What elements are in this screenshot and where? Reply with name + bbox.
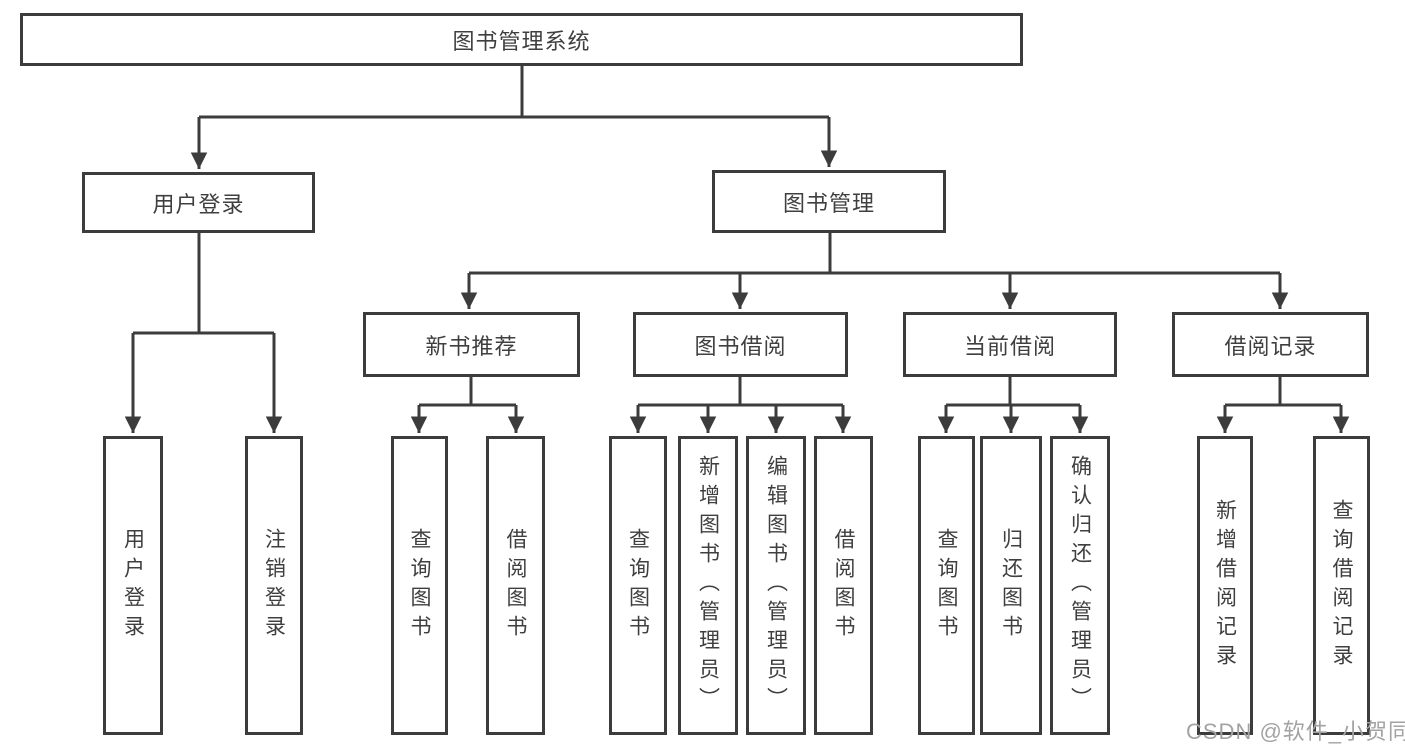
leaf-query-borrow-record-label: 查询借阅记录 [1330, 498, 1353, 673]
leaf-add-book-admin: 新增图书（管理员） [678, 436, 738, 735]
leaf-add-book-admin-label: 新增图书（管理员） [696, 455, 720, 716]
leaf-borrow-books-1-label: 借阅图书 [504, 527, 527, 644]
leaf-query-books-3: 查询图书 [918, 436, 975, 735]
node-new-book-recommend-label: 新书推荐 [425, 333, 518, 359]
leaf-add-borrow-record: 新增借阅记录 [1197, 436, 1253, 735]
leaf-borrow-books-1: 借阅图书 [486, 436, 545, 735]
leaf-return-book-label: 归还图书 [999, 527, 1023, 644]
leaf-edit-book-admin: 编辑图书（管理员） [746, 436, 806, 735]
leaf-query-borrow-record: 查询借阅记录 [1313, 436, 1370, 735]
leaf-edit-book-admin-label: 编辑图书（管理员） [764, 455, 788, 716]
node-root-label: 图书管理系统 [452, 28, 591, 54]
leaf-confirm-return-admin: 确认归还（管理员） [1050, 436, 1110, 735]
node-borrow-records-label: 借阅记录 [1224, 333, 1317, 359]
leaf-query-books-3-label: 查询图书 [935, 527, 958, 644]
leaf-confirm-return-admin-label: 确认归还（管理员） [1068, 455, 1092, 716]
leaf-user-login: 用户登录 [103, 436, 163, 735]
node-book-borrow: 图书借阅 [633, 312, 848, 377]
node-book-management: 图书管理 [712, 170, 946, 233]
node-current-borrow-label: 当前借阅 [963, 333, 1056, 359]
leaf-return-book: 归还图书 [980, 436, 1042, 735]
node-new-book-recommend: 新书推荐 [363, 312, 580, 377]
leaf-logout: 注销登录 [245, 436, 303, 735]
node-user-login-label: 用户登录 [152, 191, 245, 217]
leaf-add-borrow-record-label: 新增借阅记录 [1213, 498, 1237, 673]
leaf-logout-label: 注销登录 [262, 527, 286, 644]
leaf-query-books-2-label: 查询图书 [626, 527, 650, 644]
leaf-borrow-books-2-label: 借阅图书 [832, 527, 855, 644]
leaf-query-books-2: 查询图书 [609, 436, 667, 735]
node-borrow-records: 借阅记录 [1172, 312, 1369, 377]
node-user-login: 用户登录 [82, 172, 315, 233]
node-root: 图书管理系统 [20, 13, 1023, 66]
leaf-query-books-1: 查询图书 [391, 436, 448, 735]
leaf-user-login-label: 用户登录 [121, 527, 145, 644]
leaf-borrow-books-2: 借阅图书 [814, 436, 873, 735]
node-book-borrow-label: 图书借阅 [694, 333, 787, 359]
csdn-watermark: CSDN @软件_小贺同学 [1186, 719, 1405, 744]
node-current-borrow: 当前借阅 [903, 312, 1117, 377]
leaf-query-books-1-label: 查询图书 [408, 527, 431, 644]
node-book-management-label: 图书管理 [782, 190, 875, 216]
